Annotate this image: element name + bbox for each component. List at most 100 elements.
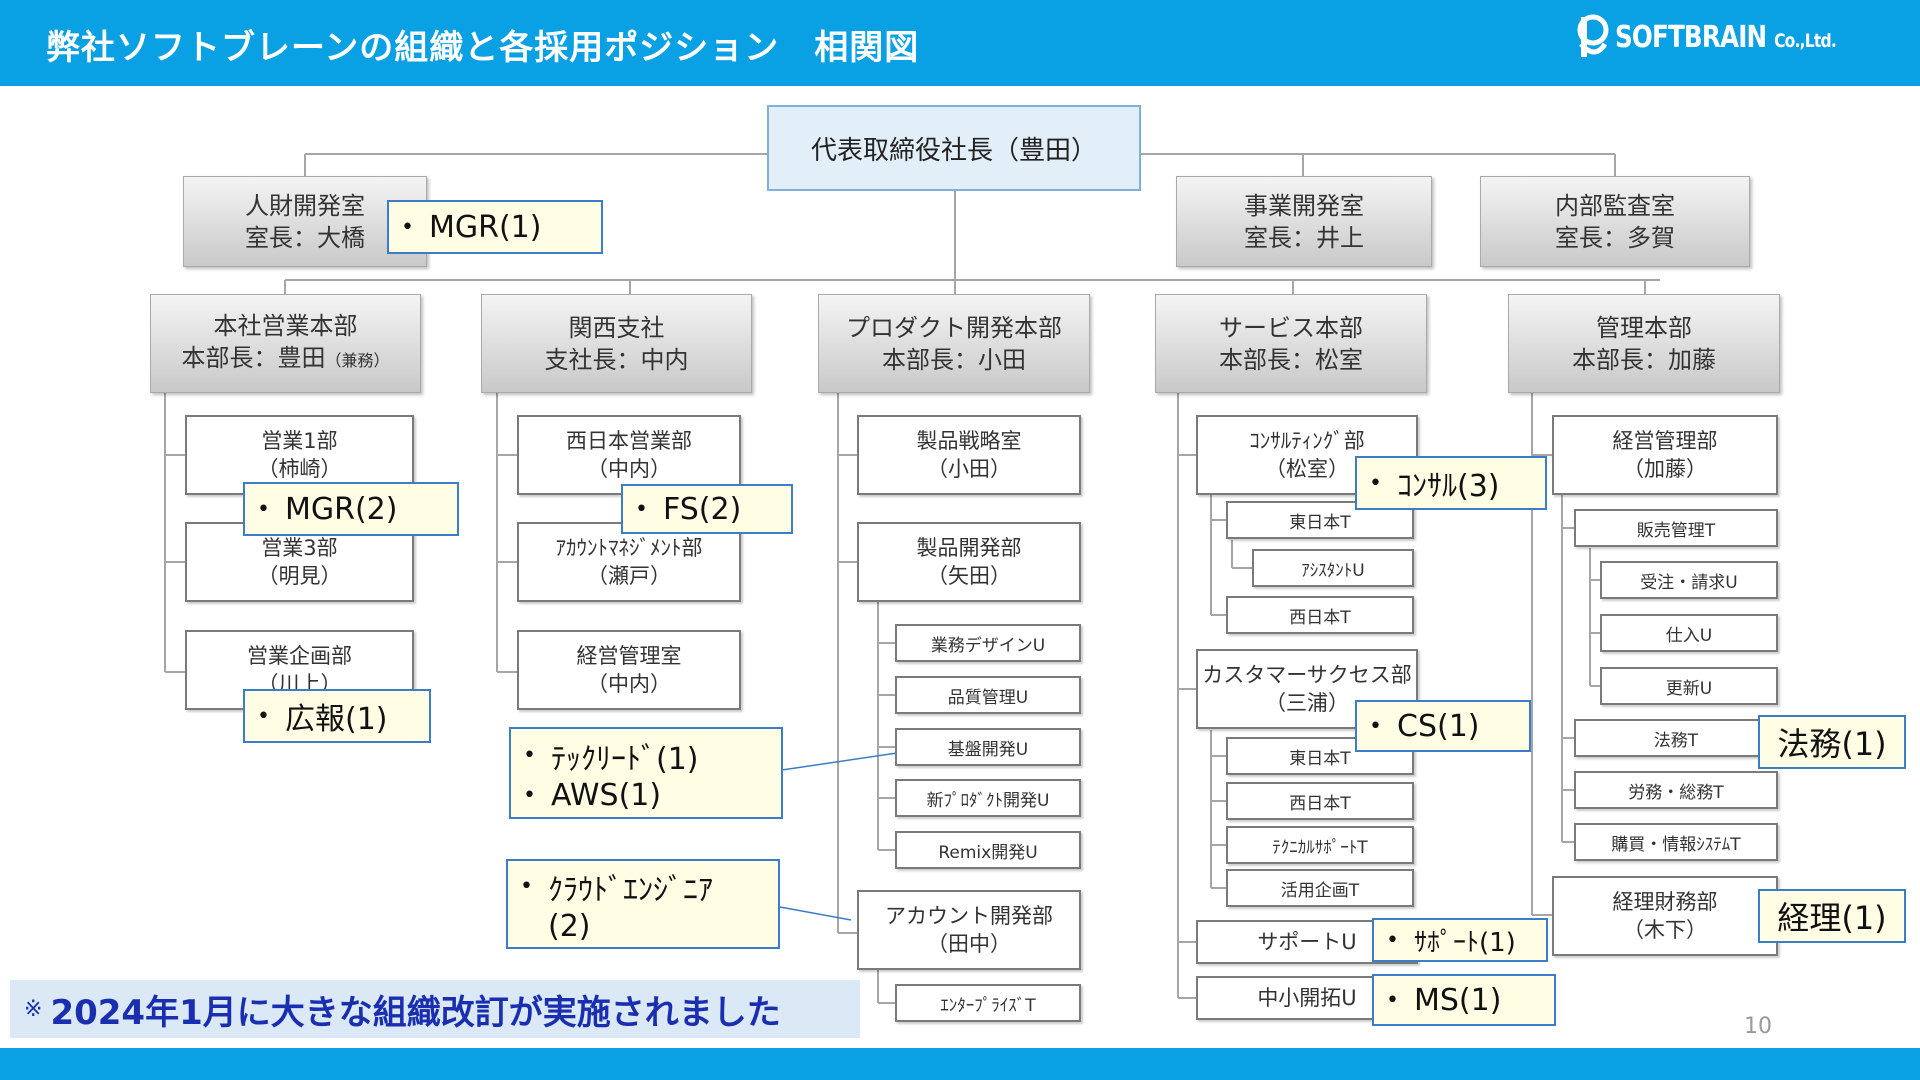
position-fs-kansai: •FS(2) bbox=[621, 484, 793, 534]
position-text: AWS(1) bbox=[551, 777, 662, 813]
box-title: ｱｶｳﾝﾄﾏﾈｼﾞﾒﾝﾄ部 bbox=[555, 536, 703, 560]
box-title: 経営管理部 bbox=[1612, 429, 1718, 453]
box-title: 活用企画T bbox=[1280, 880, 1360, 901]
box-title: サポートU bbox=[1257, 930, 1357, 954]
box-head: （松室） bbox=[1265, 457, 1349, 481]
east-japan-team-1-box: 東日本T bbox=[1226, 501, 1414, 539]
box-head: （木下） bbox=[1623, 918, 1707, 942]
logo-name: SOFTBRAIN bbox=[1614, 19, 1767, 55]
position-text: CS(1) bbox=[1397, 708, 1480, 744]
position-accounting: 経理(1) bbox=[1758, 889, 1906, 943]
box-head: 室長：多賀 bbox=[1555, 223, 1675, 252]
box-title: Remix開発U bbox=[938, 842, 1038, 863]
box-title: ｱｼｽﾀﾝﾄU bbox=[1301, 560, 1365, 581]
assistant-unit-box: ｱｼｽﾀﾝﾄU bbox=[1252, 549, 1414, 587]
box-title: カスタマーサクセス部 bbox=[1202, 663, 1412, 687]
box-head: 本部長：松室 bbox=[1219, 345, 1363, 374]
page-number: 10 bbox=[1744, 1014, 1772, 1039]
procurement-it-team-box: 購買・情報ｼｽﾃﾑT bbox=[1574, 823, 1778, 861]
company-logo: SOFTBRAIN Co.,Ltd. bbox=[1575, 14, 1884, 60]
ceo-box: 代表取締役社長（豊田） bbox=[767, 105, 1141, 191]
box-head: （瀬戸） bbox=[587, 564, 671, 588]
logo-text: SOFTBRAIN Co.,Ltd. bbox=[1614, 19, 1837, 55]
box-title: 販売管理T bbox=[1636, 520, 1716, 541]
box-head: （小田） bbox=[927, 457, 1011, 481]
box-title: 経理財務部 bbox=[1612, 890, 1718, 914]
new-product-unit-box: 新ﾌﾟﾛﾀﾞｸﾄ開発U bbox=[895, 779, 1081, 817]
platform-dev-unit-box: 基盤開発U bbox=[895, 728, 1081, 766]
remix-unit-box: Remix開発U bbox=[895, 831, 1081, 869]
internal-audit-office-box: 内部監査室 室長：多賀 bbox=[1480, 176, 1750, 267]
note-text: 2024年1月に大きな組織改訂が実施されました bbox=[50, 992, 781, 1033]
hr-development-office-box: 人財開発室 室長：大橋 bbox=[183, 176, 427, 267]
box-title: 関西支社 bbox=[568, 313, 665, 342]
order-billing-unit-box: 受注・請求U bbox=[1600, 561, 1778, 599]
box-title: 仕入U bbox=[1665, 625, 1713, 646]
box-title: 製品開発部 bbox=[916, 536, 1022, 560]
box-title: 営業3部 bbox=[261, 536, 338, 560]
sales-management-team-box: 販売管理T bbox=[1574, 509, 1778, 547]
west-japan-team-1-box: 西日本T bbox=[1226, 596, 1414, 634]
renewal-unit-box: 更新U bbox=[1600, 667, 1778, 705]
position-legal: 法務(1) bbox=[1758, 715, 1906, 769]
logo-suffix: Co.,Ltd. bbox=[1773, 29, 1837, 52]
box-title: サービス本部 bbox=[1219, 313, 1363, 342]
box-head: （柿崎） bbox=[257, 457, 342, 481]
finance-accounting-dept-box: 経理財務部 （木下） bbox=[1552, 876, 1778, 956]
box-title: 東日本T bbox=[1289, 512, 1351, 533]
box-title: 事業開発室 bbox=[1244, 191, 1364, 220]
sales-hq-box: 本社営業本部 本部長：豊田（兼務） bbox=[150, 294, 421, 393]
box-title: 業務デザインU bbox=[930, 635, 1046, 656]
box-head: 本部長：加藤 bbox=[1572, 345, 1716, 374]
labor-general-affairs-team-box: 労務・総務T bbox=[1574, 771, 1778, 809]
box-title: 製品戦略室 bbox=[916, 429, 1022, 453]
box-title: アカウント開発部 bbox=[885, 904, 1053, 928]
box-head: 本部長：豊田（兼務） bbox=[181, 342, 389, 377]
business-design-unit-box: 業務デザインU bbox=[895, 624, 1081, 662]
box-head: （田中） bbox=[927, 932, 1011, 956]
position-text: MGR(2) bbox=[285, 491, 398, 527]
box-title: 管理本部 bbox=[1596, 313, 1692, 342]
box-head-main: 本部長：豊田 bbox=[181, 344, 326, 372]
box-title: ｴﾝﾀｰﾌﾟﾗｲｽﾞT bbox=[940, 995, 1036, 1016]
ceo-name: 代表取締役社長（豊田） bbox=[810, 135, 1097, 166]
box-head: 室長：大橋 bbox=[245, 223, 365, 252]
product-dev-dept-box: 製品開発部 （矢田） bbox=[857, 522, 1081, 602]
position-cloud-engineer: •ｸﾗｳﾄﾞｴﾝｼﾞﾆｱ (2) bbox=[506, 859, 780, 949]
position-mgr-hr: •MGR(1) bbox=[387, 200, 603, 254]
business-development-office-box: 事業開発室 室長：井上 bbox=[1176, 176, 1432, 267]
enterprise-team-box: ｴﾝﾀｰﾌﾟﾗｲｽﾞT bbox=[895, 984, 1081, 1022]
box-title: 西日本T bbox=[1289, 607, 1351, 628]
west-japan-team-2-box: 西日本T bbox=[1226, 782, 1414, 820]
box-head: （三浦） bbox=[1265, 691, 1349, 715]
position-text: (2) bbox=[548, 908, 591, 944]
kansai-branch-box: 関西支社 支社長：中内 bbox=[481, 294, 752, 393]
box-title: 西日本営業部 bbox=[566, 429, 692, 453]
box-title: 基盤開発U bbox=[947, 739, 1029, 760]
position-pr-sales-planning: •広報(1) bbox=[243, 689, 431, 743]
kansai-mgmt-office-box: 経営管理室 （中内） bbox=[517, 630, 741, 710]
position-cs: •CS(1) bbox=[1355, 700, 1531, 752]
box-head: 室長：井上 bbox=[1244, 223, 1364, 252]
position-text: ｸﾗｳﾄﾞｴﾝｼﾞﾆｱ bbox=[548, 872, 713, 908]
legal-team-box: 法務T bbox=[1574, 719, 1778, 757]
position-support: •ｻﾎﾟｰﾄ(1) bbox=[1372, 918, 1548, 962]
box-head: 本部長：小田 bbox=[882, 345, 1026, 374]
product-strategy-box: 製品戦略室 （小田） bbox=[857, 415, 1081, 495]
box-title: ｺﾝｻﾙﾃｨﾝｸﾞ部 bbox=[1249, 429, 1365, 453]
west-japan-sales-box: 西日本営業部 （中内） bbox=[517, 415, 741, 495]
box-head: （中内） bbox=[587, 457, 671, 481]
softbrain-logo-icon bbox=[1577, 14, 1609, 57]
service-hq-box: サービス本部 本部長：松室 bbox=[1155, 294, 1427, 393]
box-title: 人財開発室 bbox=[245, 191, 365, 220]
box-title: 営業1部 bbox=[261, 429, 338, 453]
box-title: 受注・請求U bbox=[1640, 572, 1738, 593]
box-title: プロダクト開発本部 bbox=[846, 313, 1062, 342]
box-title: 法務T bbox=[1653, 730, 1699, 751]
box-title: 労務・総務T bbox=[1628, 782, 1724, 803]
position-text: ｻﾎﾟｰﾄ(1) bbox=[1414, 927, 1516, 958]
reorg-note: ※ 2024年1月に大きな組織改訂が実施されました bbox=[10, 980, 860, 1038]
box-title: 西日本T bbox=[1289, 793, 1351, 814]
box-head: （加藤） bbox=[1623, 457, 1707, 481]
footer-bar bbox=[0, 1048, 1920, 1080]
